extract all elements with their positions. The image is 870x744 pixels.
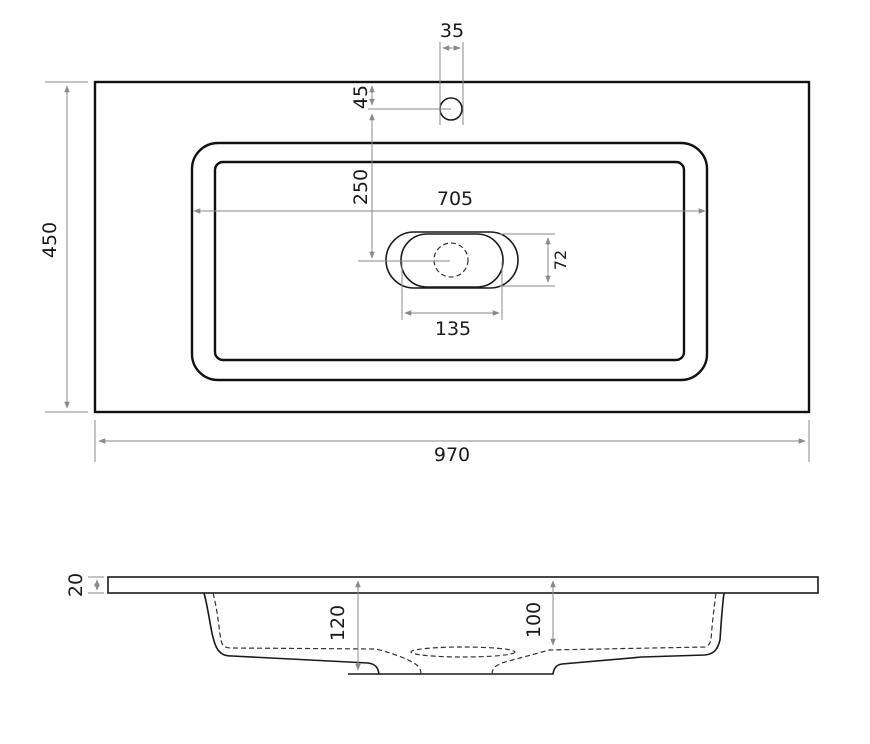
dim-tap-hole-diameter: 35 bbox=[440, 20, 464, 42]
bowl-outer-rim bbox=[190, 141, 709, 382]
dim-slab-thickness: 20 bbox=[65, 573, 87, 597]
dim-bowl-depth-left: 120 bbox=[327, 605, 349, 641]
overflow-outer bbox=[385, 231, 519, 289]
dim-tap-hole-offset: 45 bbox=[350, 85, 372, 109]
countertop-outline bbox=[93, 80, 811, 414]
side-view: 20 120 100 bbox=[65, 573, 819, 675]
dim-overflow-width: 135 bbox=[435, 318, 471, 340]
bowl-profile-outer bbox=[203, 592, 725, 675]
dim-bowl-depth-right: 100 bbox=[523, 602, 545, 638]
dim-overflow-height: 72 bbox=[551, 250, 570, 270]
dim-bowl-width: 705 bbox=[437, 188, 473, 210]
bowl-inner-basin bbox=[213, 160, 686, 362]
countertop-slab bbox=[107, 576, 819, 594]
bowl-profile-inner bbox=[212, 592, 422, 675]
top-view: 35 45 250 705 72 135 450 970 bbox=[39, 20, 811, 466]
dim-total-width: 970 bbox=[434, 444, 470, 466]
drain-opening bbox=[410, 646, 516, 658]
dim-bowl-center-depth: 250 bbox=[350, 169, 372, 205]
dim-total-depth: 450 bbox=[39, 222, 61, 258]
drain-hole bbox=[433, 242, 469, 278]
